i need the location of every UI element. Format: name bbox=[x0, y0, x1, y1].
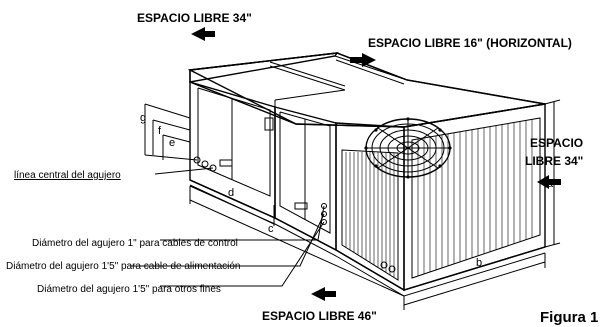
dim-d-label: d bbox=[228, 187, 234, 199]
other-hole-callout: Diámetro del agujero 1'5" para otros fin… bbox=[37, 284, 221, 295]
clearance-top-right-label: ESPACIO LIBRE 16" (HORIZONTAL) bbox=[368, 36, 572, 50]
dim-b-label: b bbox=[476, 257, 482, 269]
arrow-bottom bbox=[311, 287, 336, 301]
arrow-top-left bbox=[191, 27, 215, 41]
figure-label: Figura 1 bbox=[540, 309, 598, 326]
arrow-top-right bbox=[350, 53, 376, 67]
dim-f-label: f bbox=[158, 125, 162, 137]
clearance-top-left-label: ESPACIO LIBRE 34" bbox=[137, 11, 252, 25]
clearance-right-label-2: LIBRE 34" bbox=[525, 154, 583, 168]
dim-c-label: c bbox=[268, 223, 274, 235]
clearance-right-label-1: ESPACIO bbox=[530, 136, 583, 150]
unit-body bbox=[187, 52, 546, 297]
dimension-lines bbox=[130, 99, 561, 310]
control-hole-callout: Diámetro del agujero 1" para cables de c… bbox=[32, 238, 238, 249]
power-hole-callout: Diámetro del agujero 1'5" para cable de … bbox=[6, 261, 241, 272]
condenser-grill-front bbox=[341, 149, 399, 281]
condenser-fan bbox=[364, 117, 452, 179]
dim-a-label: a bbox=[547, 178, 554, 190]
dim-e-label: e bbox=[169, 137, 175, 149]
arrow-right bbox=[537, 175, 561, 189]
dim-g-label: g bbox=[140, 112, 146, 124]
clearance-bottom-label: ESPACIO LIBRE 46" bbox=[262, 309, 377, 323]
hole-center-callout: línea central del agujero bbox=[14, 170, 121, 181]
